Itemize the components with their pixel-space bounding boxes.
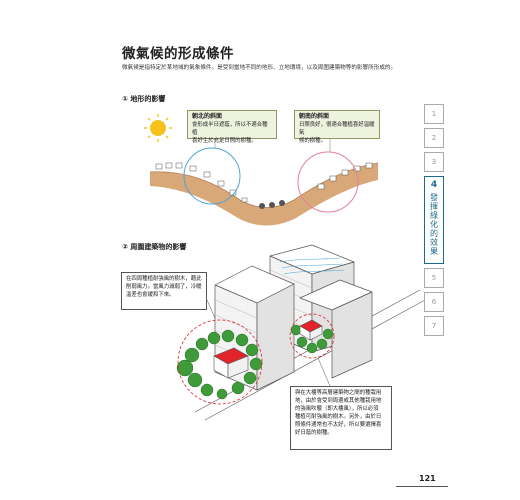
footer-rule — [396, 486, 448, 487]
house-right — [299, 319, 323, 341]
callout-south-line-2: 候的樹種。 — [299, 138, 326, 144]
section-heading-terrain: ① 地形的影響 — [122, 95, 166, 103]
note-right-line-6: 好日蔭的樹種。 — [295, 430, 333, 436]
section-heading-buildings: ② 周圍建築物的影響 — [122, 243, 187, 251]
note-right-line-3: 的強風吹襲（即大樓風），所以必須 — [295, 406, 379, 412]
note-windbreak-trees: 在四周種植耐強風的樹木，藉此 削弱風力。當風力減弱了，冷暖 溫差也會緩和下來。 — [121, 272, 207, 310]
note-right-line-2: 地，由於會受到周邊或其他種栽用地 — [295, 398, 382, 404]
note-right-line-4: 種植可耐強風的樹木。另外，由於日 — [295, 414, 382, 420]
note-left-line-3: 溫差也會緩和下來。 — [126, 292, 175, 298]
note-left-line-2: 削弱風力。當風力減弱了，冷暖 — [126, 284, 202, 290]
chapter-tab-5[interactable]: 5 — [424, 268, 444, 288]
trees-left — [176, 329, 263, 400]
page-number: 121 — [419, 474, 436, 483]
buildings-illustration — [194, 244, 426, 421]
callout-north-line-2: 喜好生於充足日照的樹種。 — [192, 138, 257, 144]
house-left — [213, 347, 249, 379]
active-tab-label: 發揮綠化的效果 — [429, 193, 439, 256]
south-slope-circle — [297, 151, 359, 213]
chapter-tab-7[interactable]: 7 — [424, 316, 444, 336]
note-right-line-5: 照條件通常也不太好，所以要選擇喜 — [295, 422, 382, 428]
chapter-tab-2[interactable]: 2 — [424, 128, 444, 148]
intro-text: 微氣候是指特定於某地域的氣象條件。是受到當地不同的地形、立地環境，以及周圍建築物… — [122, 65, 397, 71]
trees-right — [290, 324, 334, 354]
wind-lines — [279, 257, 345, 275]
note-building-wind: 與在大樓等高層建築物之間的種栽用 地，由於會受到周邊或其他種栽用地 的強風吹襲（… — [290, 386, 392, 450]
page-title: 微氣候的形成條件 — [122, 46, 234, 62]
callout-north-title: 朝北的斜面 — [192, 113, 223, 120]
chapter-tab-4-active[interactable]: 4 發揮綠化的效果 — [424, 176, 444, 264]
active-tab-number: 4 — [430, 180, 438, 190]
tree-ring-right — [289, 313, 335, 359]
north-slope-circle — [183, 147, 241, 205]
note-left-line-1: 在四周種植耐強風的樹木，藉此 — [126, 276, 202, 282]
callout-south-line-1: 日照良好，很適合種植喜好溫暖氣 — [299, 122, 375, 136]
chapter-tab-1[interactable]: 1 — [424, 104, 444, 124]
chapter-tab-3[interactable]: 3 — [424, 152, 444, 172]
callout-north-slope: 朝北的斜面 會形成半日遮蔭，所以不適合種植 喜好生於充足日照的樹種。 — [187, 110, 277, 144]
callout-south-title: 朝南的斜面 — [299, 113, 330, 120]
note-right-line-1: 與在大樓等高層建築物之間的種栽用 — [295, 390, 382, 396]
callout-north-line-1: 會形成半日遮蔭，所以不適合種植 — [192, 122, 268, 136]
sun-icon — [144, 114, 172, 142]
chapter-tab-6[interactable]: 6 — [424, 292, 444, 312]
tree-ring-left — [177, 319, 263, 405]
callout-south-slope: 朝南的斜面 日照良好，很適合種植喜好溫暖氣 候的樹種。 — [294, 110, 380, 144]
